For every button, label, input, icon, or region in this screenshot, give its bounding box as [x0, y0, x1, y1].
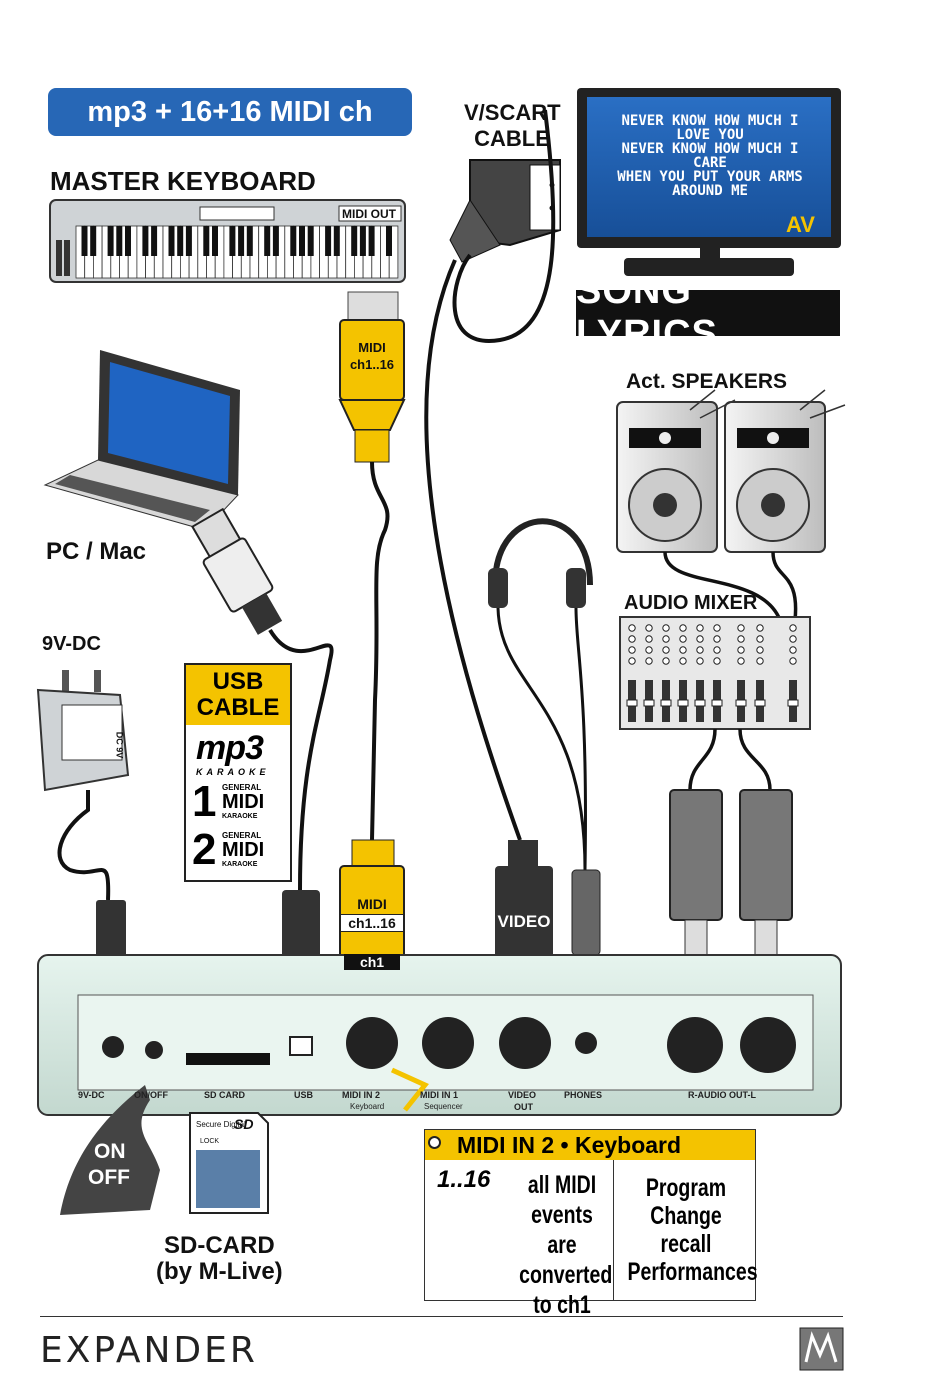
callout-range: 1..16: [437, 1166, 491, 1193]
master-keyboard-icon: [49, 199, 406, 283]
midi-out-label: MIDI OUT: [342, 207, 396, 221]
callout-marker-icon: [428, 1136, 441, 1149]
panel-label-out: OUT: [514, 1102, 533, 1112]
midi-plug-top-icon: [338, 291, 406, 841]
panel-label-keyboard: Keyboard: [350, 1102, 385, 1111]
speakers-icon: [616, 389, 846, 621]
panel-label-video: VIDEO: [508, 1090, 537, 1100]
headphones-icon: [488, 518, 593, 871]
usb-cable-icon: [191, 507, 334, 891]
panel-label-sequencer: Sequencer: [424, 1102, 463, 1111]
panel-label-dc: 9V-DC: [78, 1090, 105, 1100]
onoff-label-line1: ON: [94, 1140, 126, 1163]
callout-one: 1: [459, 1270, 468, 1287]
panel-label-sdcard: SD CARD: [204, 1090, 246, 1100]
midi-in2-callout: MIDI IN 2 • Keyboard 1..16 1 all MIDI ev…: [424, 1129, 758, 1319]
panel-label-midi-in2: MIDI IN 2: [342, 1090, 381, 1100]
midi-top-label-line2: ch1..16: [349, 357, 395, 372]
callout-col1-line: all MIDI: [527, 1171, 597, 1199]
tv-lyric-line: CARE: [693, 155, 727, 171]
tv-lyric-line: LOVE YOU: [676, 127, 744, 143]
gm1-midi: MIDI: [222, 791, 265, 813]
pc-mac-label: PC / Mac: [46, 538, 147, 565]
tv-lyric-line: WHEN YOU PUT YOUR ARMS: [617, 169, 803, 185]
callout-col2-line: Change: [650, 1202, 722, 1230]
tv-lyric-line: NEVER KNOW HOW MUCH I: [621, 141, 799, 157]
speakers-label: Act. SPEAKERS: [626, 370, 788, 393]
master-keyboard-label: MASTER KEYBOARD: [50, 166, 316, 196]
tv-av-label: AV: [786, 212, 815, 237]
panel-label-usb: USB: [294, 1090, 314, 1100]
karaoke-text: KARAOKE: [196, 767, 270, 777]
sd-card-icon: [189, 1112, 269, 1214]
usb-cable-info-box: USB CABLE mp3 KARAOKE 1 GENERAL MIDI KAR…: [184, 663, 292, 882]
panel-label-midi-in1: MIDI IN 1: [420, 1090, 459, 1100]
tv-lyric-line: NEVER KNOW HOW MUCH I: [621, 113, 799, 129]
usb-caption-line1: USB: [212, 668, 264, 695]
tv-icon: [577, 88, 841, 276]
expander-brand: EXPANDER: [40, 1330, 258, 1371]
gm1-general: GENERAL: [222, 783, 262, 792]
sd-brand: Secure Digital: [196, 1120, 246, 1129]
laptop-icon: [43, 350, 240, 531]
gm2-general: GENERAL: [222, 831, 262, 840]
mp3-logo-text: mp3: [196, 729, 264, 767]
adapter-dc-label: DC 9V: [114, 731, 125, 759]
footer-divider: [40, 1316, 843, 1317]
onoff-hand-icon: [60, 1085, 160, 1215]
gm1-number: 1: [192, 777, 217, 826]
gm2-karaoke: KARAOKE: [222, 861, 258, 868]
scart-label-line2: CABLE: [474, 126, 550, 151]
sd-card-title: SD-CARD: [164, 1232, 275, 1259]
scart-label-line1: V/SCART: [464, 100, 561, 125]
dc-label: 9V-DC: [42, 633, 101, 655]
callout-col2-line: recall: [660, 1230, 712, 1258]
panel-label-onoff: ON/OFF: [134, 1090, 168, 1100]
panel-label-phones: PHONES: [564, 1090, 603, 1100]
sd-lock: LOCK: [200, 1138, 220, 1145]
sd-card-subtitle: (by M-Live): [156, 1258, 283, 1285]
sd-logo: SD: [234, 1116, 254, 1132]
callout-col1-line: converted: [519, 1261, 613, 1289]
callout-col1-line: to ch1: [533, 1291, 591, 1319]
usb-cable-caption: USB CABLE: [186, 665, 290, 725]
audio-mixer-label: AUDIO MIXER: [624, 592, 758, 614]
midi-bottom-label-line3: ch1: [344, 954, 400, 970]
video-plug-label: VIDEO: [497, 912, 551, 931]
callout-col1-line: events are: [531, 1201, 593, 1259]
callout-col2-line: Program: [645, 1174, 727, 1202]
callout-col2-line: Performances: [627, 1258, 758, 1286]
tv-lyrics: NEVER KNOW HOW MUCH I LOVE YOU NEVER KNO…: [590, 114, 830, 198]
callout-title: MIDI IN 2 • Keyboard: [425, 1130, 755, 1160]
mlive-logo-icon: [799, 1327, 844, 1371]
midi-top-label-line1: MIDI: [358, 340, 386, 355]
usb-caption-line2: CABLE: [196, 694, 280, 721]
scart-plug-icon: [424, 109, 561, 841]
panel-label-audio-out: R-AUDIO OUT-L: [688, 1090, 756, 1100]
onoff-label-line2: OFF: [88, 1166, 130, 1189]
midi-channels-badge: mp3 + 16+16 MIDI ch: [48, 88, 412, 136]
gm2-midi: MIDI: [222, 839, 265, 861]
tv-lyric-line: AROUND ME: [672, 183, 748, 199]
midi-bottom-label-line1: MIDI: [357, 896, 387, 912]
song-lyrics-title: SONG LYRICS: [576, 270, 840, 355]
audio-mixer-icon: [619, 616, 811, 791]
rear-panel: [37, 954, 842, 1116]
midi-bottom-label-line2: ch1..16: [340, 914, 404, 932]
gm2-number: 2: [192, 825, 217, 874]
gm1-karaoke: KARAOKE: [222, 813, 258, 820]
